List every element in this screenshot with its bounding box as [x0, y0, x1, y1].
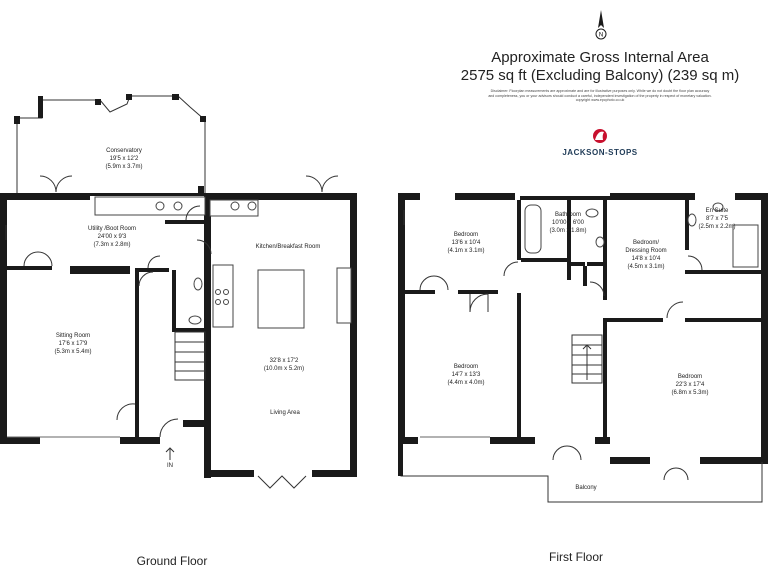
dressing-name: Bedroom/: [633, 240, 659, 246]
bedroom1-name: Bedroom: [454, 232, 478, 238]
utility-name: Utility /Boot Room: [88, 226, 136, 232]
conservatory-metric: (5.9m x 3.7m): [105, 164, 142, 170]
entrance-label: IN: [167, 463, 173, 469]
jackson-stops-logo-icon: [593, 129, 607, 143]
bedroom2-metric: (4.4m x 4.0m): [447, 380, 484, 386]
disclaimer-text: Disclaimer: Floorplan measurements are a…: [488, 89, 712, 103]
bathroom-size: 10'00 x 6'00: [552, 220, 585, 226]
bathroom-metric: (3.0m x 1.8m): [549, 228, 586, 234]
bedroom2-name: Bedroom: [454, 364, 478, 370]
conservatory-size: 19'5 x 12'2: [110, 156, 139, 162]
ensuite-name: En Suite: [706, 208, 729, 214]
sitting-name: Sitting Room: [56, 333, 90, 339]
living-name: Living Area: [270, 410, 300, 416]
area-summary: 2575 sq ft (Excluding Balcony) (239 sq m…: [460, 67, 740, 84]
conservatory: [14, 94, 206, 195]
kitchen-metric: (10.0m x 5.2m): [264, 366, 304, 372]
balcony-name: Balcony: [575, 485, 596, 491]
utility-size: 24'00 x 9'3: [98, 234, 127, 240]
bedroom2-size: 14'7 x 13'3: [452, 372, 481, 378]
conservatory-name: Conservatory: [106, 148, 142, 154]
bedroom3-size: 22'3 x 17'4: [676, 382, 705, 388]
first-floor-plan: [398, 193, 768, 503]
area-title: Approximate Gross Internal Area: [491, 49, 709, 66]
bedroom3-metric: (6.8m x 5.3m): [671, 390, 708, 396]
dressing-subname: Dressing Room: [625, 248, 666, 254]
ensuite-size: 8'7 x 7'5: [706, 216, 729, 222]
bedroom3-name: Bedroom: [678, 374, 702, 380]
brand-name: JACKSON-STOPS: [562, 148, 638, 157]
ground-floor-label: Ground Floor: [137, 554, 208, 568]
compass-label: N: [599, 33, 603, 39]
kitchen-name: Kitchen/Breakfast Room: [256, 244, 321, 250]
kitchen-size: 32'8 x 17'2: [270, 358, 299, 364]
bedroom1-size: 13'6 x 10'4: [452, 240, 481, 246]
bedroom1-metric: (4.1m x 3.1m): [447, 248, 484, 254]
dressing-size: 14'8 x 10'4: [632, 256, 661, 262]
ground-stairs: [174, 331, 206, 381]
compass-icon: [595, 10, 607, 40]
sitting-metric: (5.3m x 5.4m): [54, 349, 91, 355]
ensuite-metric: (2.5m x 2.2m): [698, 224, 735, 230]
first-stairs: [571, 334, 603, 384]
bathroom-name: Bathroom: [555, 212, 581, 218]
first-floor-label: First Floor: [549, 550, 603, 564]
ground-floor-plan: [0, 94, 357, 489]
balcony: [398, 443, 763, 503]
sitting-size: 17'6 x 17'9: [59, 341, 88, 347]
utility-metric: (7.3m x 2.8m): [93, 242, 130, 248]
dressing-metric: (4.5m x 3.1m): [627, 264, 664, 270]
